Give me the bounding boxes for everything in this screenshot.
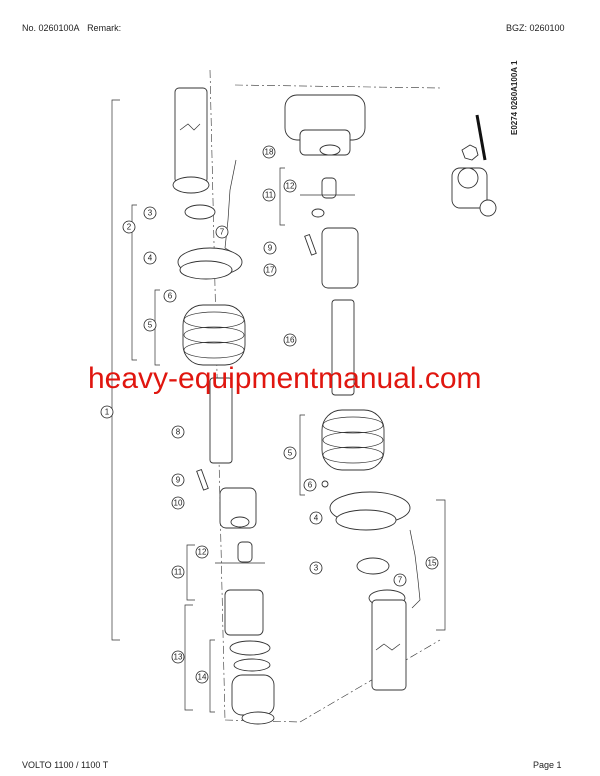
callout: 9 <box>263 241 277 255</box>
callout: 15 <box>425 556 439 570</box>
watermark: heavy-equipmentmanual.com <box>88 362 482 395</box>
diagram-reference-code: E0274 0260A100A 1 <box>510 60 519 135</box>
callout: 2 <box>122 220 136 234</box>
svg-text:11: 11 <box>265 191 274 200</box>
svg-text:3: 3 <box>148 209 153 218</box>
callout: 16 <box>283 333 297 347</box>
svg-text:9: 9 <box>268 244 273 253</box>
svg-text:18: 18 <box>265 148 274 157</box>
svg-text:12: 12 <box>198 548 207 557</box>
callout: 12 <box>283 179 297 193</box>
svg-text:7: 7 <box>220 228 225 237</box>
callout: 5 <box>143 318 157 332</box>
svg-text:6: 6 <box>308 481 313 490</box>
svg-text:17: 17 <box>266 266 275 275</box>
callout: 10 <box>171 496 185 510</box>
document-number: No. 0260100A Remark: <box>22 23 122 33</box>
remark-label: Remark: <box>87 23 122 33</box>
callout: 9 <box>171 473 185 487</box>
callout: 11 <box>171 565 185 579</box>
callout: 17 <box>263 263 277 277</box>
callout: 8 <box>171 425 185 439</box>
callout: 12 <box>195 545 209 559</box>
svg-text:2: 2 <box>127 223 132 232</box>
page-number: Page 1 <box>533 760 562 770</box>
svg-text:13: 13 <box>174 653 183 662</box>
svg-text:8: 8 <box>176 428 181 437</box>
callout: 3 <box>143 206 157 220</box>
bgz-number: BGZ: 0260100 <box>506 23 565 33</box>
callout: 5 <box>283 446 297 460</box>
callout: 3 <box>309 561 323 575</box>
callout: 4 <box>309 511 323 525</box>
svg-text:12: 12 <box>286 182 295 191</box>
svg-text:4: 4 <box>148 254 153 263</box>
callout: 7 <box>215 225 229 239</box>
svg-text:7: 7 <box>398 576 403 585</box>
svg-text:16: 16 <box>286 336 295 345</box>
svg-text:5: 5 <box>288 449 293 458</box>
callout: 6 <box>303 478 317 492</box>
svg-text:9: 9 <box>176 476 181 485</box>
callouts-right: 18 12 11 9 17 16 5 6 4 3 7 15 <box>262 145 439 587</box>
svg-text:15: 15 <box>428 559 437 568</box>
svg-text:1: 1 <box>105 408 110 417</box>
callout: 1 <box>100 405 114 419</box>
svg-text:5: 5 <box>148 321 153 330</box>
inset-detail <box>451 114 497 217</box>
callout: 14 <box>195 670 209 684</box>
svg-text:11: 11 <box>174 568 183 577</box>
svg-text:6: 6 <box>168 292 173 301</box>
svg-text:14: 14 <box>198 673 207 682</box>
callout: 6 <box>163 289 177 303</box>
callout: 13 <box>171 650 185 664</box>
callout: 18 <box>262 145 276 159</box>
svg-text:10: 10 <box>174 499 183 508</box>
callout: 7 <box>393 573 407 587</box>
model-name: VOLTO 1100 / 1100 T <box>22 760 109 770</box>
callout: 11 <box>262 188 276 202</box>
svg-text:4: 4 <box>314 514 319 523</box>
callouts-left: 2 3 7 4 6 5 1 8 9 10 12 11 13 14 <box>100 206 229 684</box>
callout: 4 <box>143 251 157 265</box>
svg-text:3: 3 <box>314 564 319 573</box>
